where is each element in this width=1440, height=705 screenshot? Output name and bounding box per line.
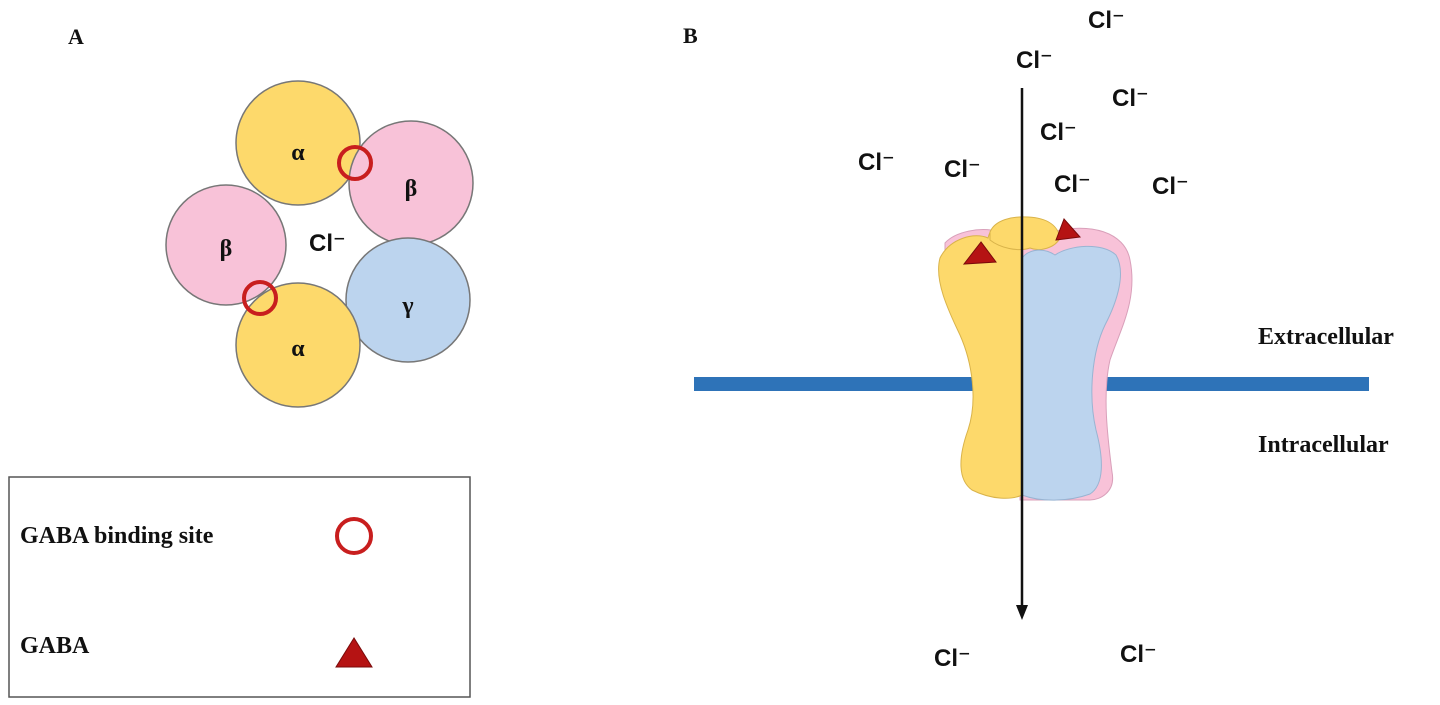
subunit-beta-left (165, 184, 287, 306)
arrow-head-icon (1016, 605, 1028, 620)
subunit-label: α (291, 336, 305, 362)
legend-gaba-label: GABA (20, 633, 90, 659)
chloride-ion: Cl⁻ (934, 645, 971, 672)
chloride-ion: Cl⁻ (858, 149, 895, 176)
center-chloride-ion: Cl⁻ (309, 230, 346, 257)
legend-box (8, 476, 471, 698)
panel-a: A α β β γ α Cl⁻ GABA binding site GABA (8, 24, 474, 698)
chloride-ion: Cl⁻ (1152, 173, 1189, 200)
extracellular-label: Extracellular (1258, 324, 1394, 350)
chloride-ion: Cl⁻ (1120, 641, 1157, 668)
subunit-alpha-cap (989, 216, 1061, 251)
chloride-ion: Cl⁻ (944, 156, 981, 183)
subunit-alpha-half (938, 221, 1023, 499)
chloride-ion: Cl⁻ (1054, 171, 1091, 198)
chloride-ion: Cl⁻ (1112, 85, 1149, 112)
panel-b-letter: B (683, 23, 698, 48)
subunit-label: γ (401, 293, 413, 319)
gaba-legend-icon (335, 637, 373, 668)
subunit-gamma (345, 237, 471, 363)
subunit-label: α (291, 140, 305, 166)
subunit-alpha-top (235, 80, 361, 206)
subunit-gamma-half (1021, 245, 1121, 501)
binding-site-legend-icon (335, 517, 373, 555)
intracellular-label: Intracellular (1258, 432, 1389, 458)
legend: GABA binding site GABA (8, 476, 471, 698)
gaba-binding-site-icon (337, 145, 373, 181)
subunit-label: β (405, 176, 418, 202)
gaba-molecule-icon (962, 241, 997, 265)
panel-a-letter: A (68, 24, 84, 49)
subunit-label: β (220, 236, 233, 262)
legend-binding-site-label: GABA binding site (20, 523, 214, 549)
chloride-ion: Cl⁻ (1016, 47, 1053, 74)
panel-b: B Cl⁻ Cl⁻ Cl⁻ Cl⁻ Cl⁻ Cl⁻ Cl⁻ Cl⁻ Cl⁻ Cl… (683, 7, 1394, 672)
gaba-binding-site-icon (242, 280, 278, 316)
gaba-molecule-icon (1055, 218, 1082, 241)
chloride-ion: Cl⁻ (1088, 7, 1125, 34)
chloride-ion: Cl⁻ (1040, 119, 1077, 146)
